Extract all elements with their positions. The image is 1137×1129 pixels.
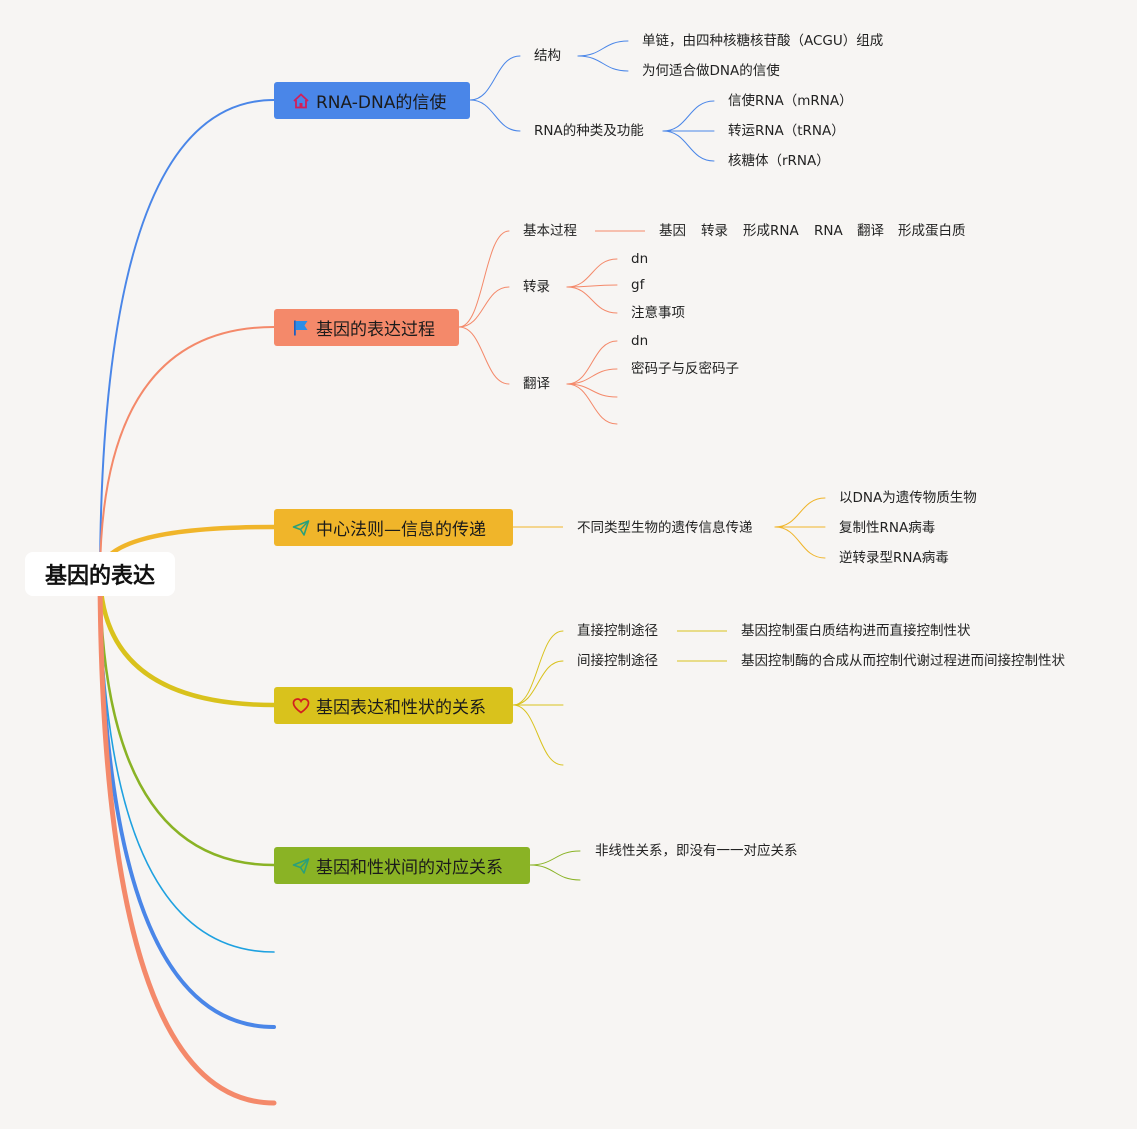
branch-label: 中心法则—信息的传递 [316, 520, 486, 540]
leaf-trna[interactable]: 转运RNA（tRNA） [728, 123, 845, 139]
paper-plane-icon [292, 857, 310, 875]
flow-translation[interactable]: 翻译 [857, 223, 884, 239]
edge [566, 340, 618, 385]
edge [469, 55, 521, 101]
leaf-why-messenger[interactable]: 为何适合做DNA的信使 [642, 63, 780, 79]
edge [458, 286, 510, 328]
node-structure[interactable]: 结构 [534, 48, 561, 64]
edge [512, 704, 564, 766]
edge [577, 55, 629, 72]
flow-form-protein[interactable]: 形成蛋白质 [898, 223, 966, 239]
node-rna-types[interactable]: RNA的种类及功能 [534, 123, 644, 139]
flow-form-rna[interactable]: 形成RNA [743, 223, 799, 239]
node-basic-process[interactable]: 基本过程 [523, 223, 577, 239]
branch-gene-trait-correspondence[interactable]: 基因和性状间的对应关系 [274, 847, 530, 884]
leaf-single-strand[interactable]: 单链，由四种核糖核苷酸（ACGU）组成 [642, 33, 884, 49]
edge [458, 230, 510, 328]
branch-central-dogma[interactable]: 中心法则—信息的传递 [274, 509, 513, 546]
edge [529, 864, 581, 881]
edge [566, 383, 618, 398]
leaf-dn[interactable]: dn [631, 251, 649, 267]
node-transcription[interactable]: 转录 [523, 279, 550, 295]
branch-gene-expression-process[interactable]: 基因的表达过程 [274, 309, 459, 346]
flow-transcription[interactable]: 转录 [701, 223, 728, 239]
node-direct-control[interactable]: 直接控制途径 [577, 623, 658, 639]
edge [566, 368, 618, 385]
edge [662, 130, 715, 162]
leaf-notes[interactable]: 注意事项 [631, 305, 685, 321]
edge [458, 326, 510, 385]
edge [512, 660, 564, 706]
edge [566, 258, 618, 288]
branch-label: 基因表达和性状的关系 [316, 698, 486, 718]
edge [529, 850, 581, 866]
branch-label: 基因和性状间的对应关系 [316, 858, 503, 878]
paper-plane-icon [292, 519, 310, 537]
heart-icon [292, 697, 310, 715]
edge [469, 99, 521, 132]
edge [774, 526, 826, 559]
trunk-extra-3 [97, 571, 277, 1106]
leaf-dna-organisms[interactable]: 以DNA为遗传物质生物 [839, 490, 977, 506]
edge [566, 284, 618, 288]
leaf-mrna[interactable]: 信使RNA（mRNA） [728, 93, 853, 109]
edge [577, 40, 629, 57]
flow-gene[interactable]: 基因 [659, 223, 686, 239]
node-nonlinear-relation[interactable]: 非线性关系，即没有一一对应关系 [595, 843, 798, 859]
flow-rna[interactable]: RNA [814, 223, 843, 239]
node-info-transfer[interactable]: 不同类型生物的遗传信息传递 [577, 520, 753, 536]
edge [566, 383, 618, 425]
trunk-extra-2 [98, 572, 276, 1029]
branch-label: RNA-DNA的信使 [316, 93, 447, 113]
trunk-branch-5 [98, 572, 276, 867]
edge [512, 630, 564, 706]
branch-rna-dna-messenger[interactable]: RNA-DNA的信使 [274, 82, 470, 119]
leaf-direct-control-desc[interactable]: 基因控制蛋白质结构进而直接控制性状 [741, 623, 971, 639]
leaf-gf[interactable]: gf [631, 277, 645, 293]
branch-expression-traits[interactable]: 基因表达和性状的关系 [274, 687, 513, 724]
trunk-branch-4 [97, 571, 277, 708]
root-node[interactable]: 基因的表达 [25, 552, 175, 596]
root-label: 基因的表达 [44, 564, 155, 589]
node-indirect-control[interactable]: 间接控制途径 [577, 653, 658, 669]
trunk-branch-2 [99, 326, 275, 575]
edge [566, 286, 618, 314]
trunk-branch-1 [99, 99, 275, 575]
flag-icon [292, 319, 310, 337]
branch-label: 基因的表达过程 [316, 320, 435, 340]
leaf-replicating-rna-virus[interactable]: 复制性RNA病毒 [839, 520, 936, 536]
leaf-dn[interactable]: dn [631, 333, 649, 349]
node-translation[interactable]: 翻译 [523, 376, 550, 392]
leaf-retro-rna-virus[interactable]: 逆转录型RNA病毒 [839, 550, 949, 566]
leaf-codon-anticodon[interactable]: 密码子与反密码子 [631, 361, 739, 377]
home-icon [292, 92, 310, 110]
leaf-indirect-control-desc[interactable]: 基因控制酶的合成从而控制代谢过程进而间接控制性状 [741, 653, 1065, 669]
edge [774, 497, 826, 528]
leaf-rrna[interactable]: 核糖体（rRNA） [728, 153, 830, 169]
edge [662, 100, 715, 132]
